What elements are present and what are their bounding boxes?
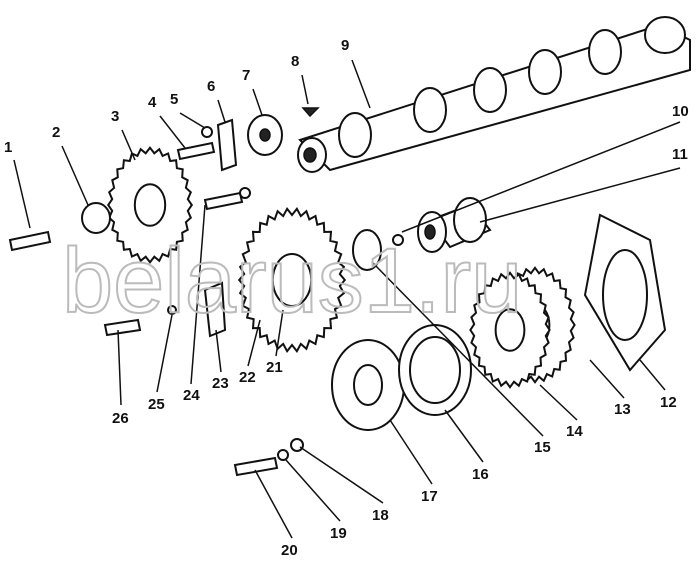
part-label-15: 15: [534, 439, 551, 456]
lock-plate-6: [216, 118, 238, 172]
part-label-12: 12: [660, 394, 677, 411]
part-label-26: 26: [112, 410, 129, 427]
part-label-4: 4: [148, 94, 157, 111]
part-label-14: 14: [566, 423, 583, 440]
part-label-8: 8: [291, 53, 299, 70]
part-label-11: 11: [672, 146, 688, 163]
part-label-6: 6: [207, 78, 215, 95]
gear-22-hub: [271, 253, 313, 307]
washer-15: [352, 229, 382, 271]
part-label-25: 25: [148, 396, 165, 413]
bushing: [417, 197, 492, 253]
part-label-3: 3: [111, 108, 119, 125]
camshaft: [297, 16, 691, 173]
part-label-1: 1: [4, 139, 12, 156]
part-label-21: 21: [266, 359, 283, 376]
part-label-20: 20: [281, 542, 298, 559]
part-label-10: 10: [672, 103, 689, 120]
part-label-18: 18: [372, 507, 389, 524]
gear-14-hub: [494, 308, 526, 352]
gasket-opening: [602, 249, 648, 341]
part-label-19: 19: [330, 525, 347, 542]
part-label-17: 17: [421, 488, 438, 505]
part-label-23: 23: [212, 375, 229, 392]
part-label-5: 5: [170, 91, 178, 108]
washer-2: [81, 202, 111, 234]
ring-16-inner: [409, 336, 461, 404]
part-label-24: 24: [183, 387, 200, 404]
lock-plate-23: [203, 281, 227, 338]
leader-lines: [13, 59, 681, 539]
part-label-7: 7: [242, 67, 250, 84]
part-label-9: 9: [341, 37, 349, 54]
part-label-22: 22: [239, 369, 256, 386]
watermark: belarus1.ru: [62, 230, 522, 332]
gear-3-hub: [133, 183, 167, 227]
part-label-16: 16: [472, 466, 489, 483]
plate-17-hub: [353, 364, 383, 406]
bolts: [8, 107, 404, 477]
washer-7-hole: [259, 128, 271, 142]
part-label-13: 13: [614, 401, 631, 418]
part-label-2: 2: [52, 124, 60, 141]
